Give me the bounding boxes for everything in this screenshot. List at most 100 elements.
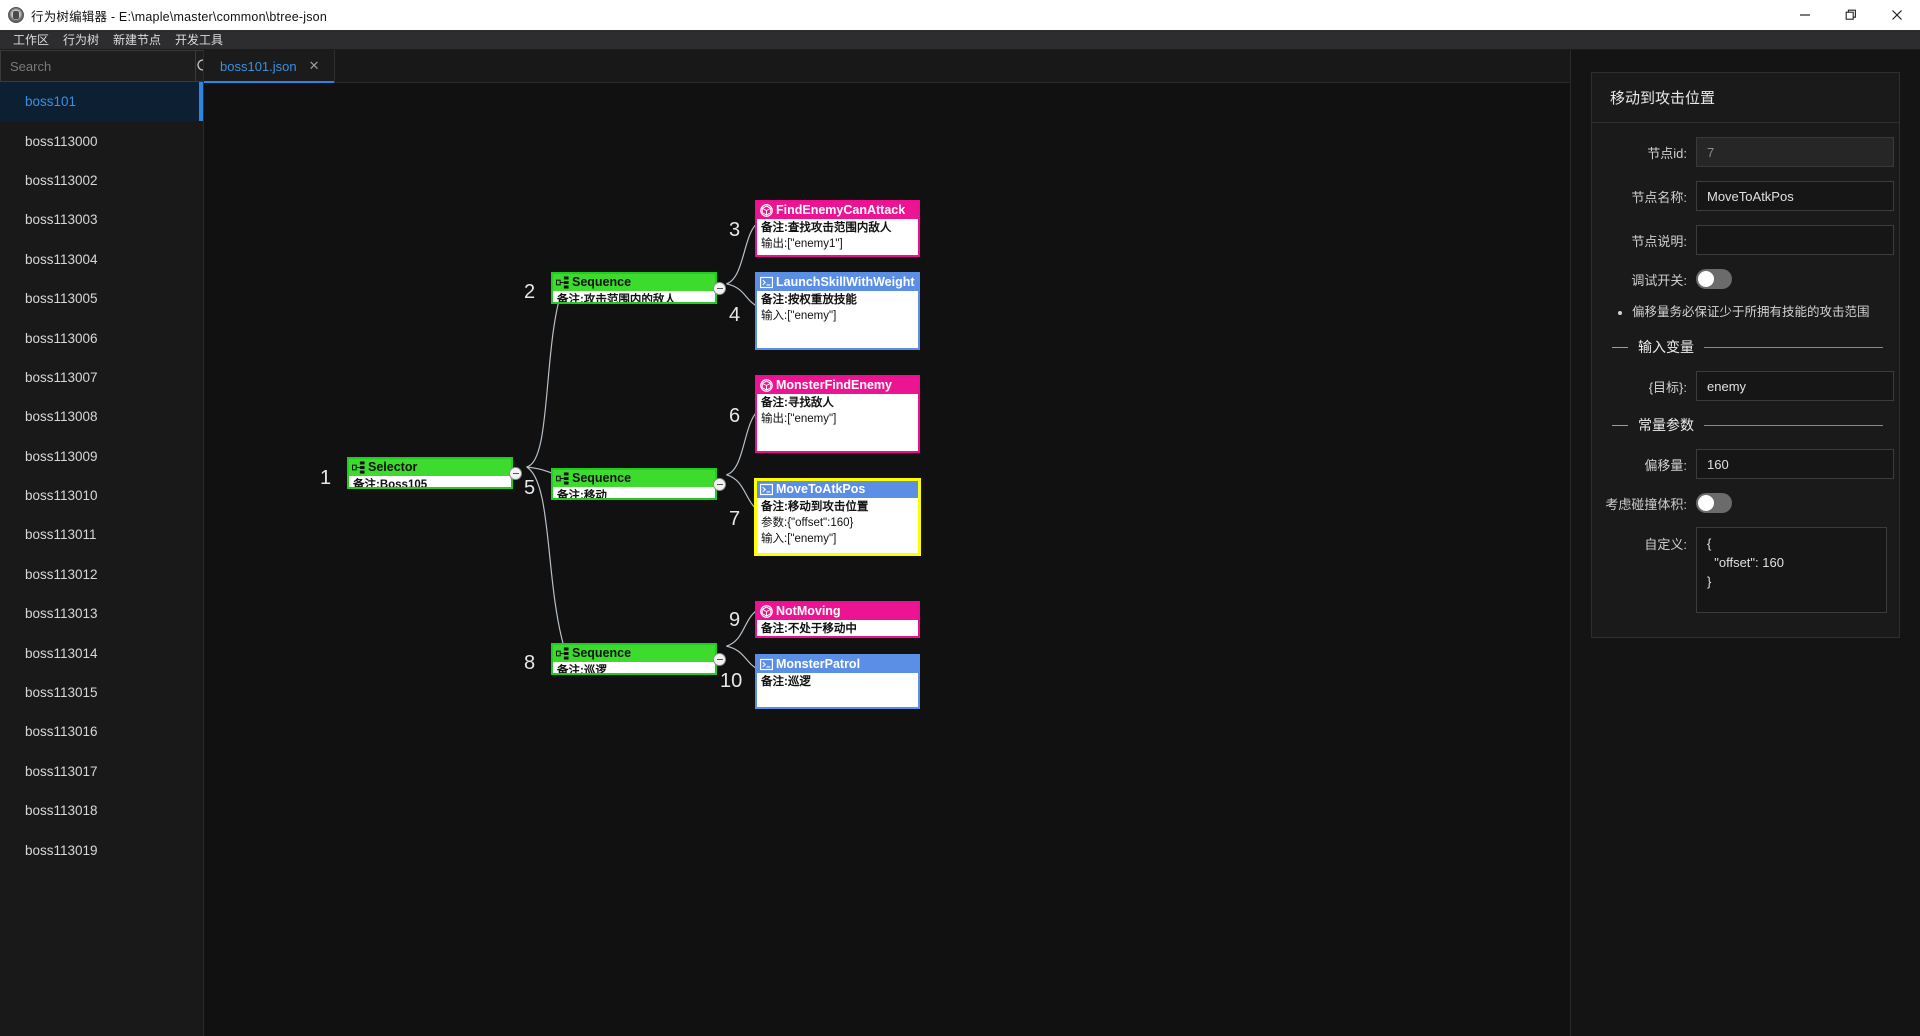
menu-item-0[interactable]: 工作区 [13, 32, 50, 47]
section-rule [1704, 346, 1883, 348]
file-list-item-label: boss113000 [25, 133, 98, 149]
file-list-item-label: boss113003 [25, 212, 98, 228]
tree-node-title: Sequence [572, 275, 632, 289]
tree-node-line: 备注:巡逻 [761, 676, 811, 688]
app-icon [8, 7, 24, 23]
section-caption: 常量参数 [1592, 415, 1887, 435]
tree-node-title: Sequence [572, 471, 632, 485]
section-collapse-icon[interactable] [1612, 424, 1628, 426]
tree-node-collapse-port[interactable] [509, 467, 522, 480]
file-list-item[interactable]: boss113019 [0, 830, 203, 869]
file-list-item[interactable]: boss113018 [0, 791, 203, 830]
file-list-item[interactable]: boss101 [0, 82, 203, 122]
file-list-item-label: boss113014 [25, 645, 98, 661]
tree-node-line: 备注:寻找敌人 [761, 397, 834, 409]
tree-node-collapse-port[interactable] [713, 282, 726, 295]
tree-node-title: MonsterPatrol [776, 657, 861, 671]
tree-node-body: 备注:巡逻 [757, 673, 918, 692]
tree-node-header: FindEnemyCanAttack [757, 202, 918, 219]
tree-node-number: 1 [320, 467, 332, 489]
tree-node-body: 备注:查找攻击范围内敌人输出:["enemy1"] [757, 219, 918, 254]
tree-node-number: 4 [729, 304, 741, 326]
file-list-item-label: boss113010 [25, 488, 98, 504]
window-title: 行为树编辑器 - E:\maple\master\common\btree-js… [31, 9, 327, 24]
tree-node-header: Sequence [553, 645, 715, 662]
tab-close-icon[interactable]: ✕ [308, 58, 320, 73]
section-collapse-icon[interactable] [1612, 346, 1628, 348]
file-list-item[interactable]: boss113014 [0, 633, 203, 672]
search-input[interactable] [0, 50, 195, 82]
file-list-item-label: boss113002 [25, 172, 98, 188]
tree-node-body: 备注:移动 [553, 487, 715, 500]
composite-icon [556, 471, 569, 485]
file-list-item[interactable]: boss113012 [0, 555, 203, 594]
file-list[interactable]: boss101 boss113000 boss113002 boss113003 bos… [0, 82, 203, 1036]
tree-node-body: 备注:不处于移动中 [757, 620, 918, 636]
collide-toggle[interactable] [1696, 493, 1732, 513]
debug-toggle[interactable] [1696, 269, 1732, 289]
debug-toggle-label: 调试开关: [1631, 272, 1687, 288]
editor-tab-label: boss101.json [220, 58, 297, 74]
menu-item-1[interactable]: 行为树 [63, 32, 100, 47]
field-label: 节点说明: [1631, 233, 1687, 249]
file-list-item[interactable]: boss113011 [0, 515, 203, 554]
menu-item-2[interactable]: 新建节点 [113, 32, 162, 47]
tree-node[interactable]: NotMoving 备注:不处于移动中 [755, 601, 920, 638]
tree-node-number: 8 [524, 652, 536, 674]
file-list-item[interactable]: boss113004 [0, 240, 203, 279]
minimize-button[interactable] [1782, 0, 1828, 30]
tree-node-title: Sequence [572, 646, 632, 660]
file-list-item[interactable]: boss113002 [0, 161, 203, 200]
node-desc-field[interactable] [1696, 225, 1894, 255]
tree-node-line: 参数:{"offset":160} [761, 517, 854, 529]
toggle-knob [1698, 271, 1714, 287]
tree-node-collapse-port[interactable] [713, 478, 726, 491]
search-button[interactable] [195, 50, 203, 82]
input-target-field[interactable] [1696, 371, 1894, 401]
file-list-item-label: boss113018 [25, 803, 98, 819]
tree-node-header: Sequence [553, 470, 715, 487]
file-list-item[interactable]: boss113009 [0, 437, 203, 476]
file-list-item[interactable]: boss113017 [0, 752, 203, 791]
tree-node-title: NotMoving [776, 604, 841, 618]
file-list-item[interactable]: boss113006 [0, 318, 203, 357]
tree-node-collapse-port[interactable] [713, 653, 726, 666]
panel-title: 移动到攻击位置 [1592, 73, 1899, 123]
file-list-item[interactable]: boss113005 [0, 279, 203, 318]
maximize-button[interactable] [1828, 0, 1874, 30]
file-list-item[interactable]: boss113003 [0, 200, 203, 239]
custom-json-textarea[interactable] [1696, 527, 1887, 613]
file-list-item[interactable]: boss113013 [0, 594, 203, 633]
file-list-item[interactable]: boss113007 [0, 358, 203, 397]
file-list-item[interactable]: boss113015 [0, 673, 203, 712]
tree-node[interactable]: MonsterPatrol 备注:巡逻 [755, 654, 920, 709]
tree-node[interactable]: Sequence 备注:移动 [551, 468, 717, 500]
file-list-item-label: boss113004 [25, 251, 98, 267]
file-list-item[interactable]: boss113016 [0, 712, 203, 751]
node-name-field[interactable] [1696, 181, 1894, 211]
tree-node-line: 备注:移动 [557, 490, 607, 500]
close-button[interactable] [1874, 0, 1920, 30]
file-list-item[interactable]: boss113000 [0, 121, 203, 160]
action-icon [760, 483, 773, 495]
menu-item-3[interactable]: 开发工具 [175, 32, 224, 47]
composite-icon [352, 460, 365, 474]
file-list-item[interactable]: boss113008 [0, 397, 203, 436]
file-list-item[interactable]: boss113010 [0, 476, 203, 515]
window-controls [1782, 0, 1920, 30]
file-list-item-label: boss113013 [25, 606, 98, 622]
tree-node-line: 备注:Boss105 [353, 479, 428, 489]
file-list-item-label: boss113011 [25, 527, 97, 543]
condition-icon [760, 203, 773, 217]
editor-tab[interactable]: boss101.json ✕ [204, 50, 335, 83]
offset-field[interactable] [1696, 449, 1894, 479]
file-list-item-label: boss101 [25, 94, 77, 110]
